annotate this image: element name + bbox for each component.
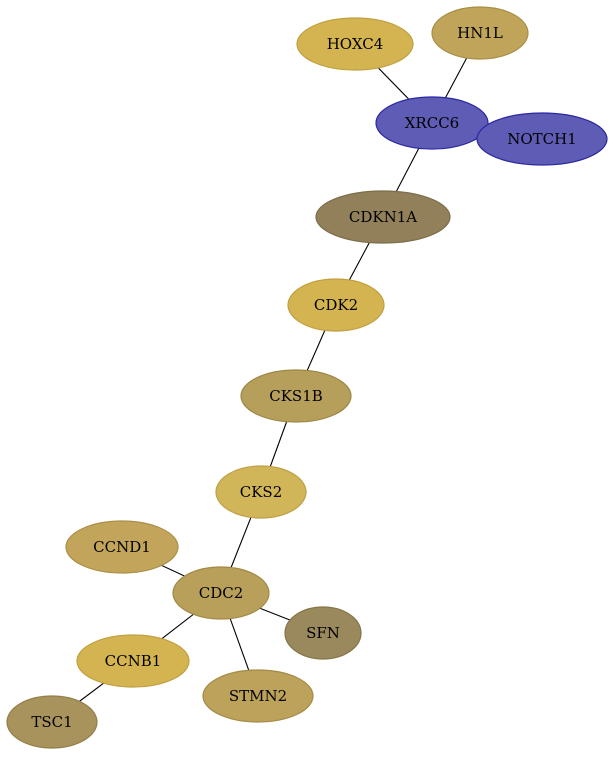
node-label-cks2: CKS2 (240, 483, 283, 501)
node-shape-ccnb1 (76, 634, 190, 688)
node-ccnd1: CCND1 (65, 520, 179, 574)
node-hn1l: HN1L (431, 6, 529, 60)
node-sfn: SFN (284, 606, 362, 660)
node-label-cks1b: CKS1B (269, 387, 323, 405)
node-cks1b: CKS1B (240, 369, 352, 423)
node-label-cdkn1a: CDKN1A (349, 208, 417, 226)
node-label-notch1: NOTCH1 (507, 130, 577, 148)
node-shape-ccnd1 (65, 520, 179, 574)
node-label-xrcc6: XRCC6 (405, 114, 459, 132)
node-shape-cdk2 (287, 278, 385, 332)
node-notch1: NOTCH1 (476, 112, 608, 166)
node-shape-cks1b (240, 369, 352, 423)
node-label-ccnb1: CCNB1 (105, 652, 162, 670)
node-label-sfn: SFN (306, 624, 340, 642)
node-shape-cks2 (215, 465, 307, 519)
node-stmn2: STMN2 (202, 669, 314, 723)
node-shape-cdc2 (172, 566, 270, 620)
node-ccnb1: CCNB1 (76, 634, 190, 688)
node-label-cdc2: CDC2 (199, 584, 244, 602)
node-tsc1: TSC1 (6, 695, 98, 749)
node-label-cdk2: CDK2 (314, 296, 358, 314)
node-shape-hoxc4 (296, 17, 414, 71)
node-label-tsc1: TSC1 (31, 713, 72, 731)
node-label-hn1l: HN1L (457, 24, 503, 42)
node-shape-tsc1 (6, 695, 98, 749)
node-xrcc6: XRCC6 (375, 96, 489, 150)
node-shape-sfn (284, 606, 362, 660)
node-label-stmn2: STMN2 (229, 687, 287, 705)
node-shape-hn1l (431, 6, 529, 60)
node-label-hoxc4: HOXC4 (327, 35, 384, 53)
node-shape-stmn2 (202, 669, 314, 723)
node-shape-notch1 (476, 112, 608, 166)
node-cdkn1a: CDKN1A (315, 190, 451, 244)
node-label-ccnd1: CCND1 (93, 538, 151, 556)
node-cks2: CKS2 (215, 465, 307, 519)
node-shape-cdkn1a (315, 190, 451, 244)
node-cdc2: CDC2 (172, 566, 270, 620)
node-hoxc4: HOXC4 (296, 17, 414, 71)
node-shape-xrcc6 (375, 96, 489, 150)
node-cdk2: CDK2 (287, 278, 385, 332)
